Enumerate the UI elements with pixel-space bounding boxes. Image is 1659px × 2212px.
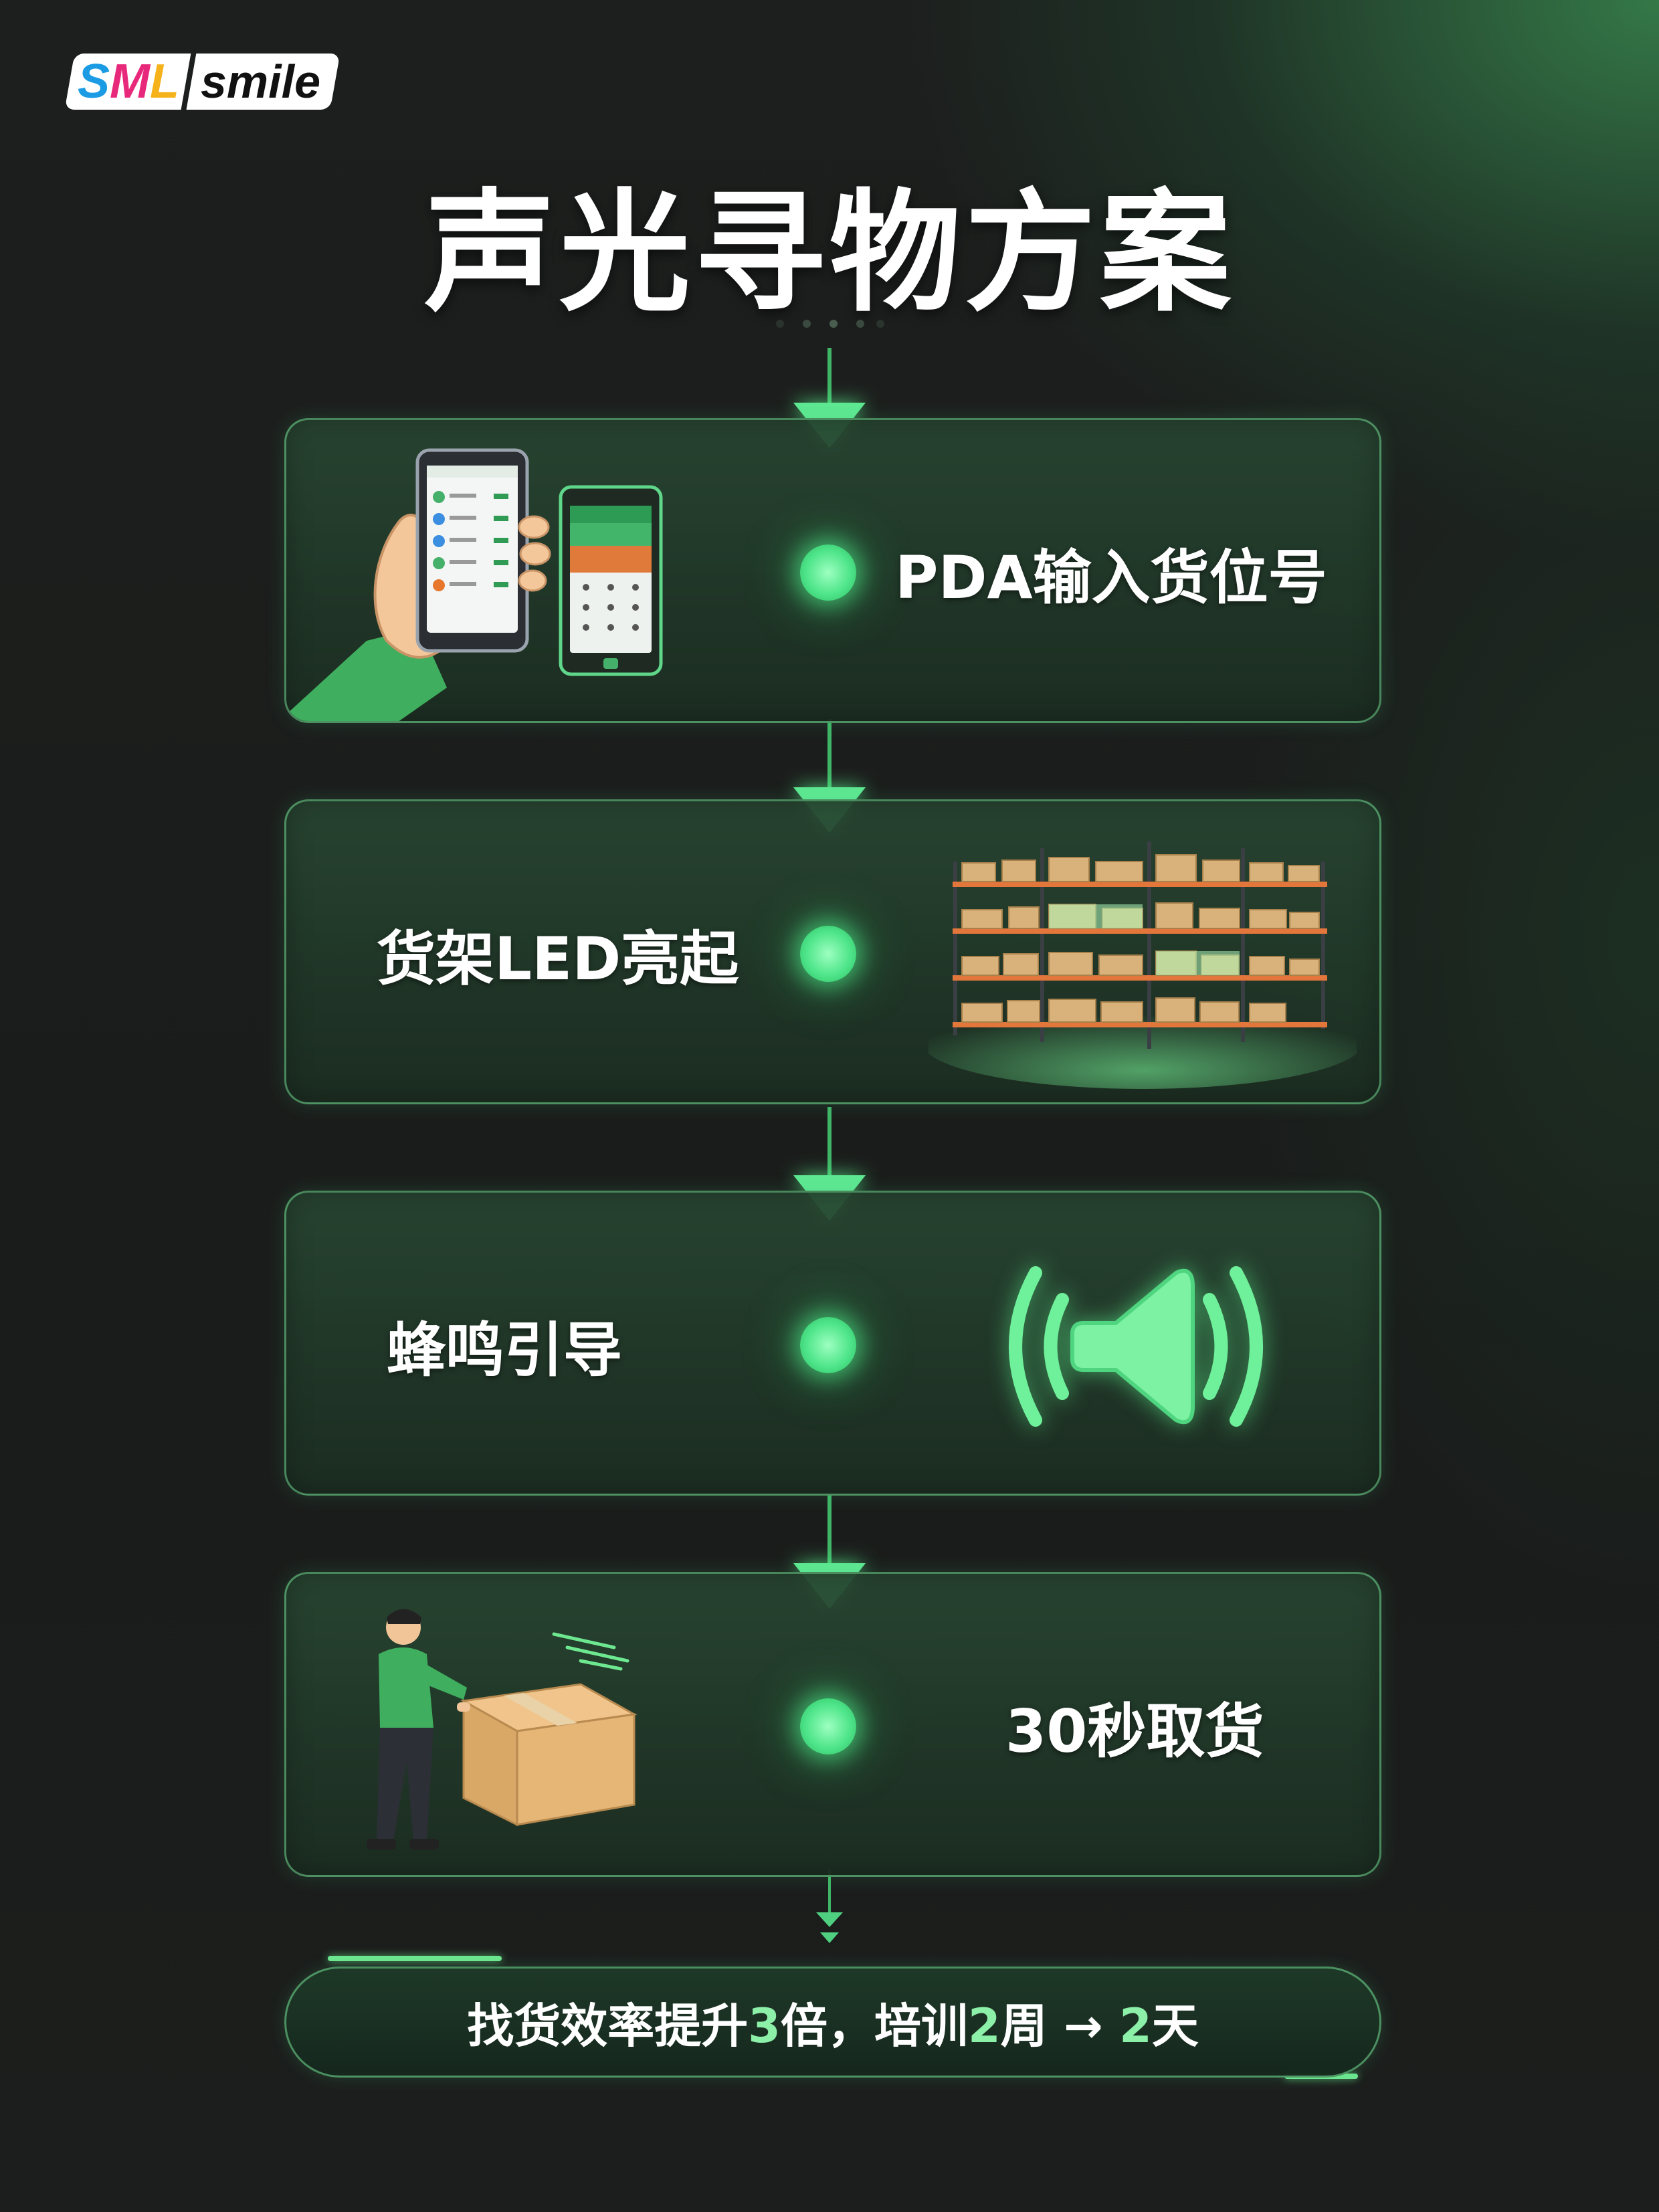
step-indicator-dot — [800, 1698, 856, 1754]
summary-bar: 找货效率提升3倍，培训2周 → 2天 — [284, 1967, 1381, 2078]
step-label: PDA输入货位号 — [895, 542, 1327, 612]
step-indicator-dot — [800, 1317, 856, 1373]
arrow-down-small-icon — [816, 1870, 843, 1952]
warehouse-shelf-icon — [922, 821, 1363, 1089]
speaker-sound-icon — [989, 1253, 1296, 1440]
step-card-3: 蜂鸣引导 — [284, 1191, 1381, 1496]
logo-sml: S M L — [64, 54, 191, 110]
step-label: 货架LED亮起 — [377, 924, 739, 993]
arrow-right-icon: → — [1047, 1998, 1120, 2053]
brand-logo: S M L smile — [64, 54, 340, 110]
step-label: 30秒取货 — [1005, 1696, 1264, 1766]
decorative-accent-line — [328, 1956, 502, 1961]
page-title: 声光寻物方案 — [423, 177, 1235, 330]
summary-text: 找货效率提升3倍，培训2周 → 2天 — [467, 1998, 1199, 2053]
logo-letter-s: S — [78, 55, 110, 108]
worker-box-icon — [340, 1587, 714, 1868]
logo-letter-l: L — [150, 55, 179, 108]
logo-smile: smile — [181, 54, 340, 110]
logo-letter-m: M — [110, 55, 151, 108]
logo-smile-text: smile — [201, 56, 320, 108]
step-indicator-dot — [800, 926, 856, 982]
step-label: 蜂鸣引导 — [387, 1315, 623, 1385]
step-card-4: 30秒取货 — [284, 1572, 1381, 1877]
step-card-1: PDA输入货位号 — [284, 418, 1381, 723]
step-indicator-dot — [800, 544, 856, 601]
step-card-2: 货架LED亮起 — [284, 799, 1381, 1104]
decorative-dots — [776, 314, 884, 334]
pda-phone-icon — [286, 420, 755, 721]
